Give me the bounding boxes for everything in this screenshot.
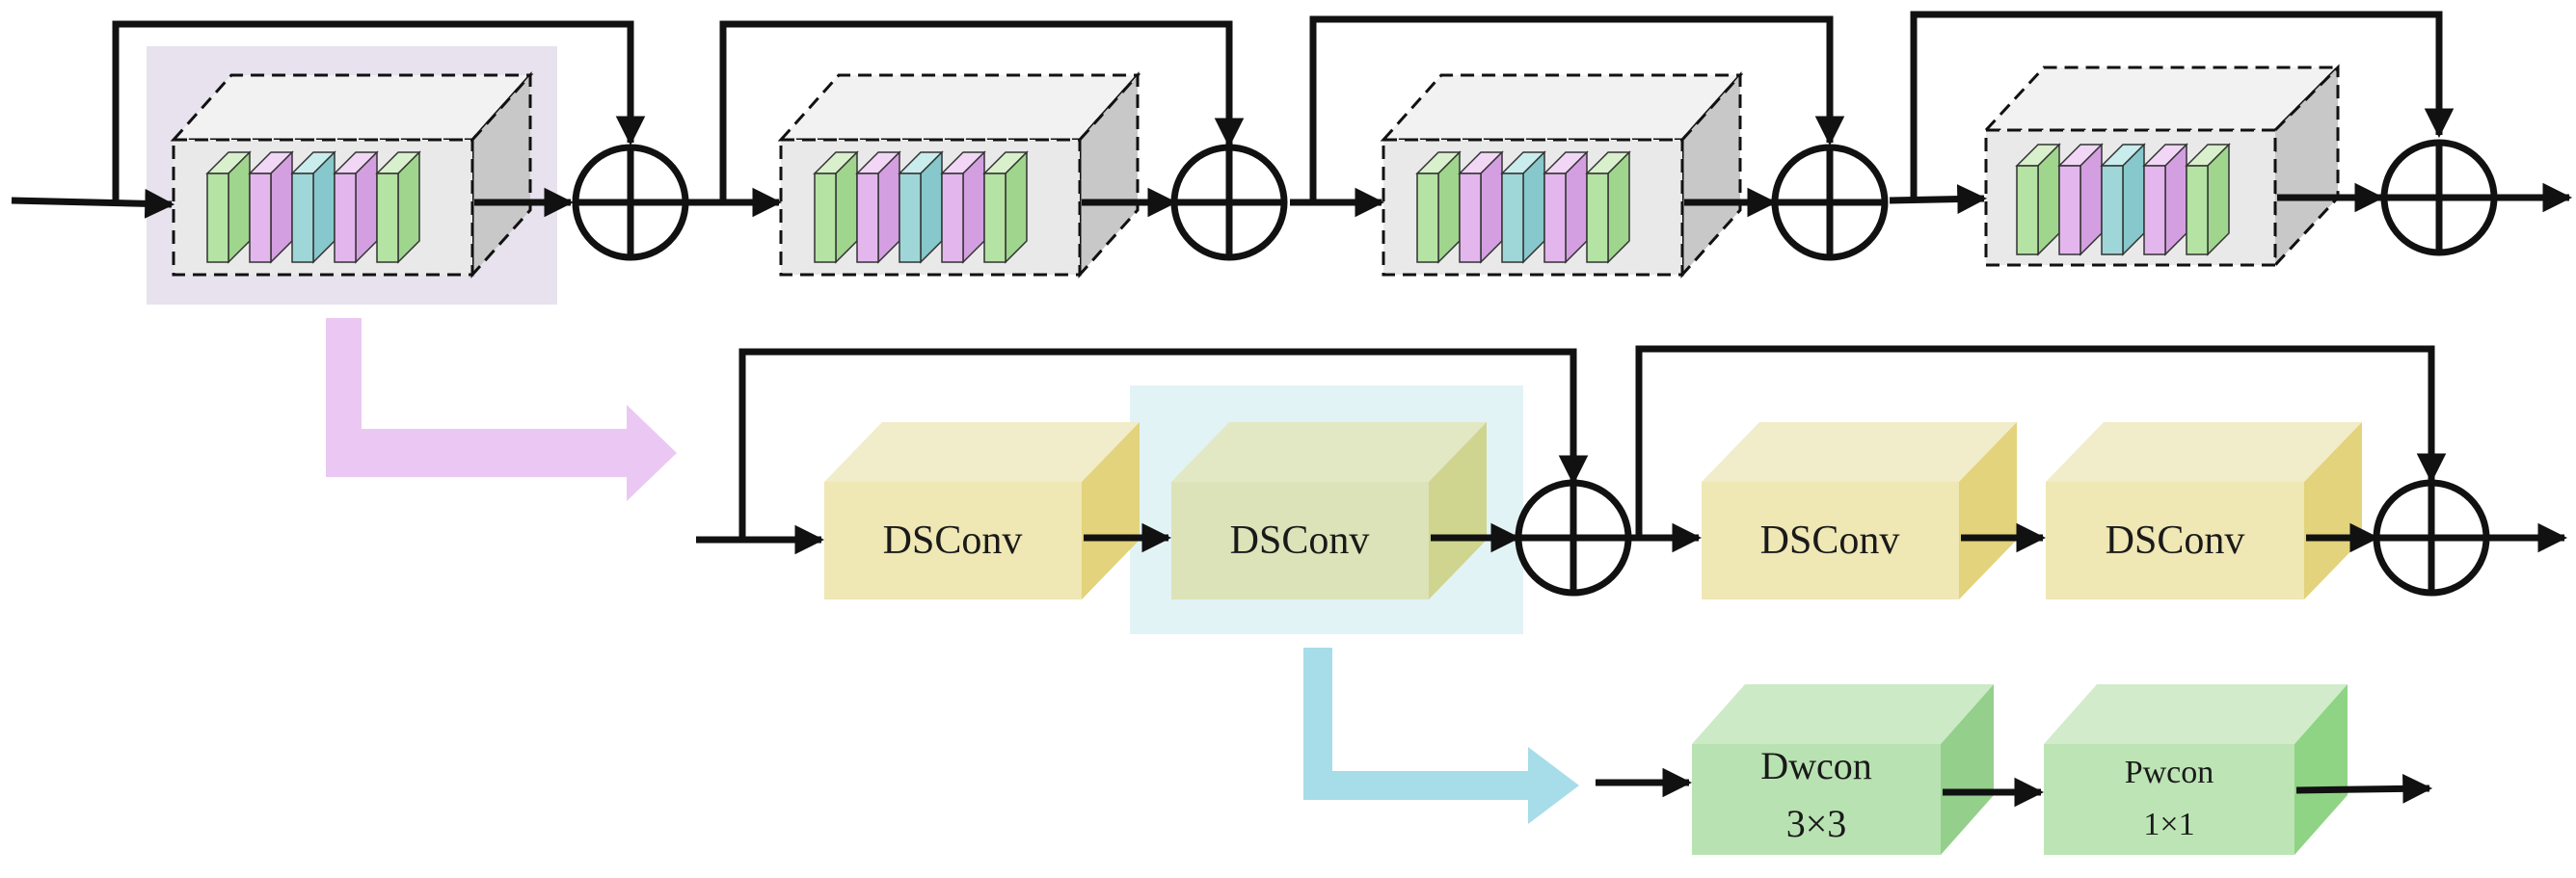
residual-block-4 (1982, 64, 2342, 269)
feature-slice (1416, 173, 1439, 263)
feature-slice (2143, 165, 2166, 255)
top-row-add-nodes (572, 139, 2498, 261)
residual-block-1 (170, 71, 534, 279)
add-node-2 (1170, 144, 1288, 261)
feature-slice (2016, 165, 2039, 255)
dsconv-block-2: DSConv (1171, 422, 1487, 599)
expand-arrow-purple (326, 318, 677, 501)
dsconv-row-add-nodes (1515, 479, 2490, 597)
input-arrow (11, 188, 175, 219)
feature-slice (2186, 165, 2209, 255)
feature-slice (1501, 173, 1524, 263)
pwcon-kernel-label: 1×1 (2143, 807, 2194, 842)
feature-slice (334, 173, 357, 263)
dsconv-row-connections (696, 345, 2568, 555)
feature-slice (376, 173, 399, 263)
dwcon-kernel-label: 3×3 (1786, 802, 1847, 845)
feature-slice (1543, 173, 1567, 263)
feature-slice (206, 173, 229, 263)
feature-slice (249, 173, 272, 263)
skip-connection-5 (738, 348, 1589, 538)
add-node-4 (2380, 139, 2498, 256)
depthwise-row-connections (1596, 767, 2433, 808)
dsconv-block-4: DSConv (2046, 422, 2362, 599)
skip-connection-3 (1309, 15, 1845, 200)
feature-slice (291, 173, 314, 263)
feature-slice (2058, 165, 2081, 255)
skip-connection-1 (112, 20, 646, 202)
add-node-3 (1771, 144, 1889, 261)
depthwise-separable-row: Dwcon 3×3 Pwcon 1×1 (1692, 684, 2348, 855)
add-node-5 (1515, 479, 1632, 597)
feature-slice (856, 173, 879, 263)
dsconv-row: DSConv DSConv DSConv DSConv (824, 422, 2362, 599)
feature-slice (814, 173, 837, 263)
dwcon-label: Dwcon (1760, 744, 1872, 787)
skip-connection-6 (1635, 345, 2447, 536)
feature-slice (983, 173, 1006, 263)
top-row-connections (11, 11, 2573, 219)
residual-block-2 (777, 71, 1141, 279)
dsconv-label: DSConv (1230, 519, 1370, 563)
dwcon-block: Dwcon 3×3 (1692, 684, 1994, 855)
residual-block-3 (1380, 71, 1744, 279)
dsconv-label: DSConv (1760, 519, 1900, 563)
add-node-6 (2373, 479, 2490, 597)
add-node-1 (572, 144, 689, 261)
pwcon-label: Pwcon (2125, 755, 2214, 790)
dsconv-label: DSConv (2106, 519, 2245, 563)
skip-connection-4 (1910, 11, 2455, 199)
skip-connection-2 (719, 20, 1245, 200)
dsconv-label: DSConv (883, 519, 1023, 563)
feature-slice (899, 173, 922, 263)
dsconv-block-1: DSConv (824, 422, 1140, 599)
feature-slice (1586, 173, 1609, 263)
pwcon-block: Pwcon 1×1 (2044, 684, 2348, 855)
expand-arrow-blue (1303, 648, 1579, 824)
feature-slice (941, 173, 964, 263)
feature-slice (1459, 173, 1482, 263)
feature-slice (2101, 165, 2124, 255)
dsconv-block-3: DSConv (1702, 422, 2017, 599)
